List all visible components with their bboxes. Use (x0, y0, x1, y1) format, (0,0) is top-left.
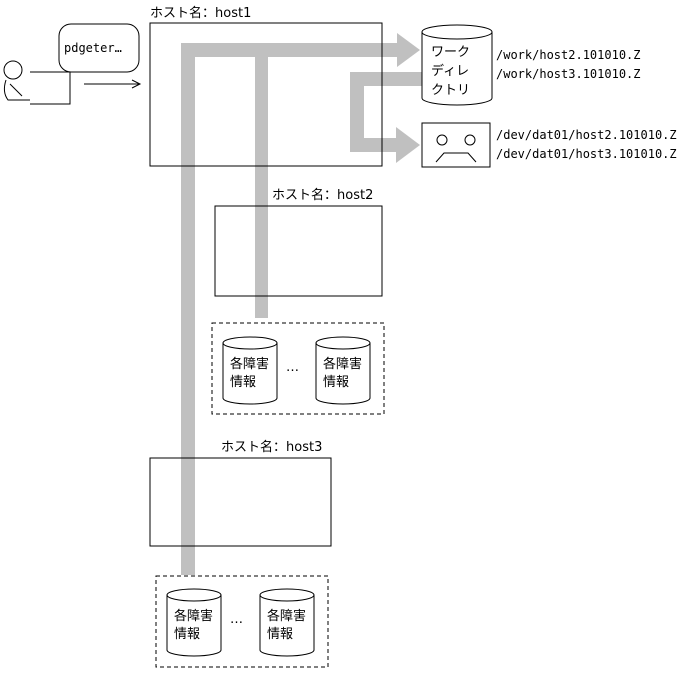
db-cylinder (166, 588, 222, 657)
tape-drive-icon (421, 122, 491, 168)
group-dashed-border (155, 575, 329, 668)
arrow-to-workdir (397, 33, 420, 67)
cylinder-body (315, 343, 371, 405)
bubble-text: pdgeter… (64, 41, 122, 55)
user-body (3, 79, 30, 101)
db-label-line1: 各障害 (323, 356, 362, 372)
cylinder-body (222, 343, 278, 405)
workdir-label-line3: クトリ (431, 83, 470, 98)
db-label-line1: 各障害 (267, 608, 306, 624)
cylinder-body (259, 595, 315, 657)
user-head (3, 60, 23, 80)
ellipsis: … (230, 612, 243, 627)
work-directory-db: ワーク ディレ クトリ (421, 24, 493, 106)
arrow-head (131, 79, 142, 89)
tape-cartridge (421, 122, 491, 168)
host1-box (149, 22, 383, 167)
db-cylinder (222, 336, 278, 405)
cylinder-top (421, 24, 493, 40)
cylinder-body (421, 32, 493, 106)
db-label-line1: 各障害 (174, 608, 213, 624)
flow-path-to-tape (350, 138, 398, 152)
command-bubble: pdgeter… (58, 23, 140, 73)
flow-path-host3 (181, 43, 195, 575)
tape-window (435, 152, 477, 163)
db-label-line2: 情報 (174, 627, 200, 642)
flow-path-host2 (255, 43, 268, 318)
db-label-line1: 各障害 (230, 356, 269, 372)
user-figure (3, 60, 71, 105)
db-label-line2: 情報 (230, 375, 256, 390)
host2-name-label: ホスト名：host2 (272, 187, 373, 203)
cylinder-top (222, 336, 278, 350)
host1-name-label: ホスト名：host1 (150, 5, 251, 21)
workdir-label-line1: ワーク (431, 45, 470, 60)
data-flow-paths (181, 33, 422, 575)
host3-failure-info-group: 各障害 情報 … 各障害 情報 (155, 575, 329, 668)
host2-failure-info-group: 各障害 情報 … 各障害 情報 (211, 322, 385, 415)
cylinder-top (259, 588, 315, 602)
tape-reel-left (436, 134, 448, 146)
computer-desk (30, 71, 71, 105)
arrow-to-tape (396, 127, 420, 163)
workdir-file-1: /work/host2.101010.Z (496, 48, 641, 62)
db-label-line2: 情報 (267, 627, 293, 642)
flow-path-workdir-out (350, 72, 422, 86)
user-arm (9, 83, 23, 97)
db-cylinder (315, 336, 371, 405)
cylinder-body (166, 595, 222, 657)
workdir-file-2: /work/host3.101010.Z (496, 67, 641, 81)
host3-name-label: ホスト名：host3 (221, 439, 322, 455)
flow-path-down (350, 72, 364, 152)
host3-box (149, 457, 332, 547)
workdir-label-line2: ディレ (431, 63, 469, 79)
cylinder-top (166, 588, 222, 602)
tape-reel-right (464, 134, 476, 146)
tape-file-2: /dev/dat01/host3.101010.Z (496, 147, 677, 161)
ellipsis: … (286, 360, 299, 375)
db-label-line2: 情報 (323, 375, 349, 390)
cylinder-top (315, 336, 371, 350)
flow-path-top-bar (181, 43, 399, 57)
tape-file-1: /dev/dat01/host2.101010.Z (496, 128, 677, 142)
db-cylinder (259, 588, 315, 657)
host2-box (214, 205, 383, 297)
bubble-shape (58, 23, 140, 73)
group-dashed-border (211, 322, 385, 415)
user-to-host1-arrow (84, 79, 142, 89)
